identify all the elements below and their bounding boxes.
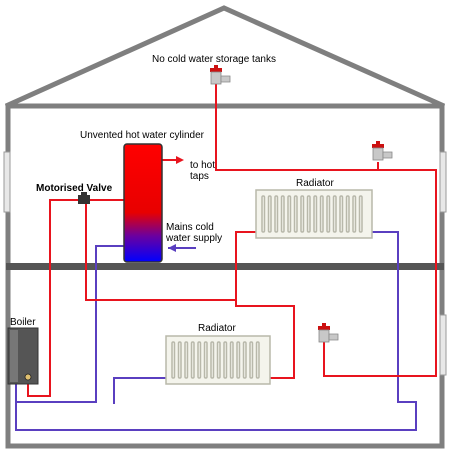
radiator-fin xyxy=(197,341,202,379)
radiator-fin xyxy=(306,195,311,233)
radiator-fin xyxy=(249,341,254,379)
radiator-upper xyxy=(255,189,373,239)
house-structure xyxy=(3,5,447,449)
to-hot-taps-label: to hot taps xyxy=(190,160,216,182)
radiator-fin xyxy=(184,341,189,379)
radiator-fin xyxy=(255,341,260,379)
hot-water-cylinder xyxy=(123,143,163,263)
radiator-upper-label: Radiator xyxy=(296,178,334,189)
boiler-flow-pipe xyxy=(27,199,80,397)
radiator-fin xyxy=(326,195,331,233)
radiator-fin xyxy=(267,195,272,233)
radiator-fin xyxy=(210,341,215,379)
lower-radiator-flow xyxy=(235,300,295,379)
window-right-lower xyxy=(439,314,447,376)
window-left-upper xyxy=(3,151,11,213)
radiator-fin xyxy=(352,195,357,233)
radiator-return-upper-pipe xyxy=(15,231,417,431)
radiator-fin xyxy=(177,341,182,379)
radiator-fin xyxy=(319,195,324,233)
radiator-fin xyxy=(261,195,266,233)
radiator-return-lower-pipe xyxy=(113,377,166,404)
cold-arrow-head xyxy=(168,244,176,252)
radiator-fin xyxy=(236,341,241,379)
radiator-fin xyxy=(332,195,337,233)
radiator-fin xyxy=(229,341,234,379)
motorised-valve xyxy=(78,192,90,204)
radiator-fin xyxy=(190,341,195,379)
upper-floor xyxy=(6,263,444,270)
radiator-fin xyxy=(358,195,363,233)
radiator-fin xyxy=(339,195,344,233)
window-right-upper xyxy=(439,151,447,213)
radiator-fin xyxy=(287,195,292,233)
radiator-fin xyxy=(300,195,305,233)
no-storage-tanks-label: No cold water storage tanks xyxy=(152,54,276,65)
radiator-fin xyxy=(274,195,279,233)
mains-cold-label: Mains cold water supply xyxy=(166,222,223,244)
mains-cold-pipe xyxy=(16,245,128,403)
cold-water-pipes xyxy=(15,231,417,431)
radiator-fin xyxy=(313,195,318,233)
radiator-fin xyxy=(345,195,350,233)
radiator-fin xyxy=(223,341,228,379)
radiator-fin xyxy=(280,195,285,233)
hot-water-pipes xyxy=(27,84,437,397)
tap-top xyxy=(210,65,231,85)
radiator-fin xyxy=(293,195,298,233)
boiler xyxy=(7,327,39,385)
cylinder-label: Unvented hot water cylinder xyxy=(80,130,204,141)
hot-tap-riser xyxy=(215,84,437,377)
radiator-fin xyxy=(242,341,247,379)
radiator-fin xyxy=(203,341,208,379)
boiler-label: Boiler xyxy=(10,317,36,328)
radiator-fin xyxy=(216,341,221,379)
radiator-lower-label: Radiator xyxy=(198,323,236,334)
boiler-dial xyxy=(24,373,32,381)
motorised-valve-label: Motorised Valve xyxy=(36,183,113,194)
radiator-lower xyxy=(165,335,271,385)
house-walls xyxy=(5,103,445,449)
tap-upper-right xyxy=(372,141,393,161)
hot-arrow-head xyxy=(176,156,184,164)
radiator-fin xyxy=(171,341,176,379)
tap-lower-right xyxy=(318,323,339,343)
